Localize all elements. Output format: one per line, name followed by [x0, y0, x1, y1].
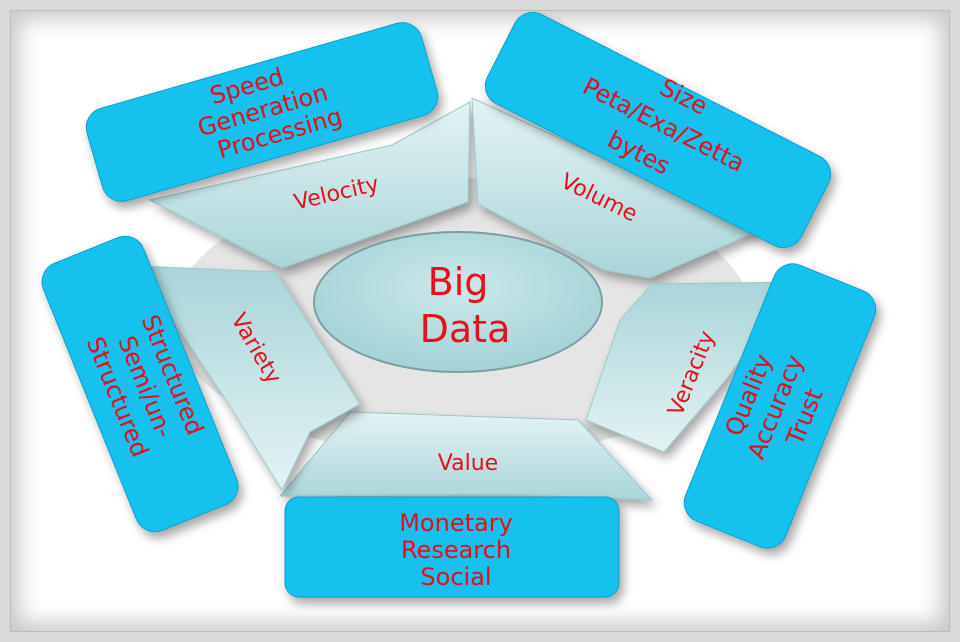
center-line-1: Big — [428, 260, 489, 304]
center-big-data: Big Data — [313, 231, 603, 373]
segment-velocity: Velocity — [148, 101, 471, 269]
card-veracity: Quality Accuracy Trust — [683, 263, 877, 549]
card-value-line-3: Social — [420, 563, 491, 591]
center-line-2: Data — [420, 307, 511, 351]
card-value-line-1: Monetary — [399, 509, 513, 537]
segment-value: Value — [278, 411, 654, 501]
card-variety: Structured Semi/un- Structured — [41, 235, 239, 533]
card-value: Monetary Research Social — [284, 496, 620, 598]
segment-value-label: Value — [438, 451, 498, 476]
segment-variety: Variety — [135, 265, 361, 492]
card-value-line-2: Research — [401, 536, 511, 564]
